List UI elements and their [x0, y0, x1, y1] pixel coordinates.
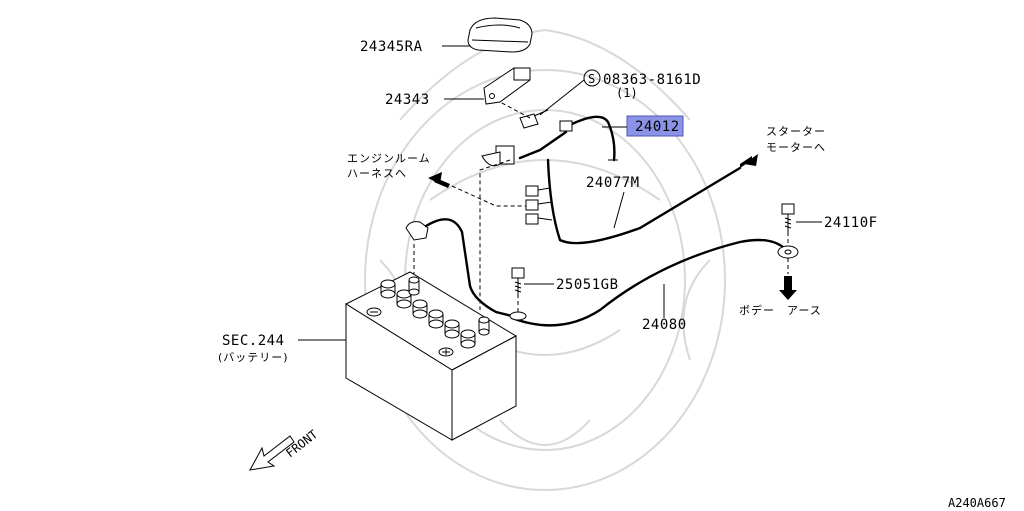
positive-clamp [405, 221, 429, 241]
svg-text:S: S [588, 72, 595, 86]
engine-room-line2: ハーネスへ [347, 167, 407, 180]
harness-terminal [481, 145, 515, 167]
engine-room-line1: エンジンルーム [347, 152, 431, 165]
cover-label: 24345RA [360, 39, 423, 55]
bolt-leader [539, 79, 585, 116]
plus-terminal-icon [438, 347, 454, 357]
front-label: FRONT [283, 427, 320, 460]
battery-part[interactable] [344, 271, 518, 441]
bracket-part[interactable] [483, 67, 531, 105]
cover-part[interactable] [467, 17, 533, 53]
starter-arrow-icon [740, 154, 758, 168]
main-harness-label[interactable]: 24012 [635, 119, 680, 135]
connector-wires [537, 187, 553, 221]
ground-terminal [777, 245, 799, 259]
terminal-posts [408, 276, 490, 336]
starter-cable [558, 166, 742, 245]
battery-bolt-washer [509, 311, 527, 321]
ground-bolt-part[interactable] [781, 203, 795, 232]
harness-branch [518, 130, 568, 160]
body-earth-arrow-icon [779, 276, 797, 300]
connector-2 [525, 199, 539, 211]
battery-bolt-label: 25051GB [556, 277, 619, 293]
connector-1 [525, 185, 539, 197]
connector-3 [525, 213, 539, 225]
starter-dest-line1: スターター [766, 125, 826, 138]
symbol-s-icon: S [583, 69, 601, 87]
minus-terminal-icon [366, 307, 382, 317]
bolt-label: 08363-8161D [603, 72, 701, 88]
starter-cable-label: 24077M [586, 175, 640, 191]
front-arrow-icon [249, 435, 295, 471]
body-earth-label: ボデー アース [739, 303, 822, 317]
starter-dest-line2: モーターへ [766, 141, 826, 154]
harness-connector-top [559, 120, 573, 132]
diagram-code: A240A667 [948, 496, 1006, 510]
bracket-label: 24343 [385, 92, 430, 108]
connector-trunk [546, 158, 562, 242]
main-harness-cable [566, 115, 616, 162]
starter-cable-leader [613, 191, 625, 229]
battery-bolt-part[interactable] [511, 267, 525, 296]
main-harness-highlight [626, 115, 684, 137]
ground-cable [510, 238, 786, 327]
engine-room-dash [451, 185, 526, 207]
engine-room-arrow-icon [428, 172, 450, 188]
bolt-qty: (1) [616, 86, 638, 100]
positive-cable [424, 218, 514, 318]
watermark-emblem [364, 28, 726, 491]
battery-name-label: (バッテリー) [218, 351, 289, 364]
ground-cable-label: 24080 [642, 317, 687, 333]
battery-cells [380, 279, 476, 349]
bolt-dash [499, 101, 531, 119]
battery-sec-label: SEC.244 [222, 333, 285, 349]
ground-bolt-label: 24110F [824, 215, 878, 231]
guide-dash-1 [479, 159, 511, 310]
